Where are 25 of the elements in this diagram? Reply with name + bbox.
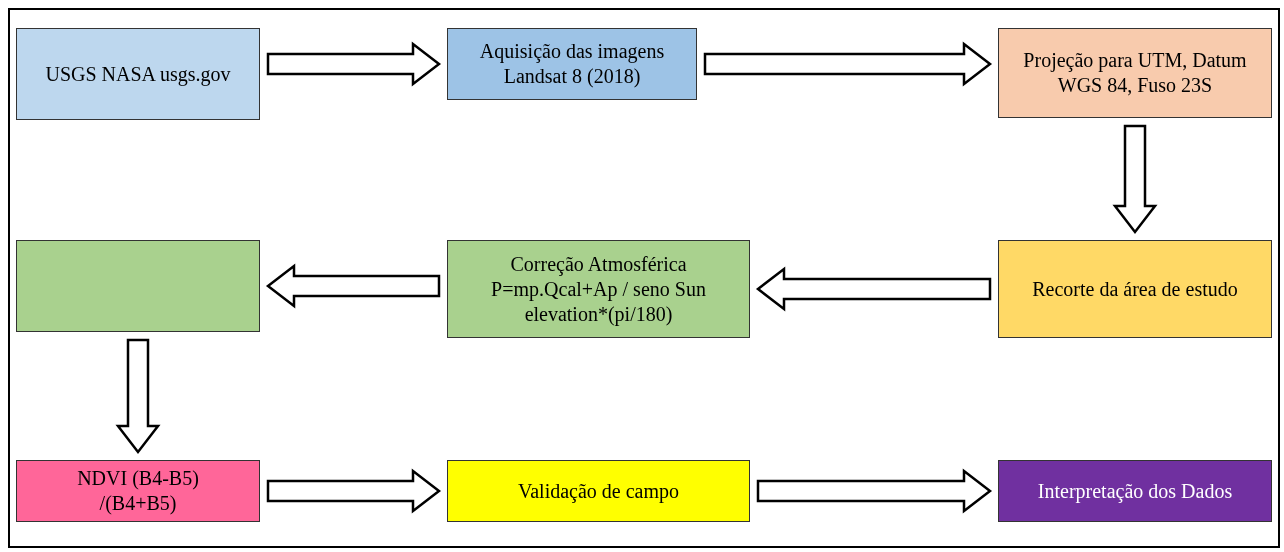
- block-arrow: [703, 41, 993, 87]
- box-text: Projeção para UTM, Datum WGS 84, Fuso 23S: [1023, 48, 1247, 98]
- block-arrow: [755, 266, 992, 312]
- process-box: [16, 28, 260, 120]
- box-text: Aquisição das imagens Landsat 8 (2018): [478, 39, 666, 89]
- process-box: [998, 240, 1272, 338]
- block-arrow: [756, 468, 993, 514]
- box-text: NDVI (B4-B5) /(B4+B5): [76, 466, 200, 516]
- process-box: [16, 460, 260, 522]
- process-box: [998, 28, 1272, 118]
- block-arrow: [115, 338, 161, 455]
- block-arrow: [1112, 124, 1158, 235]
- box-text: Interpretação dos Dados: [1037, 478, 1233, 504]
- box-text: Validação de campo: [517, 478, 679, 504]
- block-arrow: [266, 468, 442, 514]
- block-arrow: [266, 41, 442, 87]
- process-box: [16, 240, 260, 332]
- process-box: [447, 460, 750, 522]
- process-box: [998, 460, 1272, 522]
- box-text: Correção Atmosférica P=mp.Qcal+Ap / seno Sun elevation*(pi/180): [490, 251, 707, 327]
- block-arrow: [265, 263, 441, 309]
- box-text: USGS NASA usgs.gov: [45, 61, 231, 87]
- box-text: Recorte da área de estudo: [1032, 276, 1238, 302]
- process-box: [447, 28, 697, 100]
- process-box: [447, 240, 750, 338]
